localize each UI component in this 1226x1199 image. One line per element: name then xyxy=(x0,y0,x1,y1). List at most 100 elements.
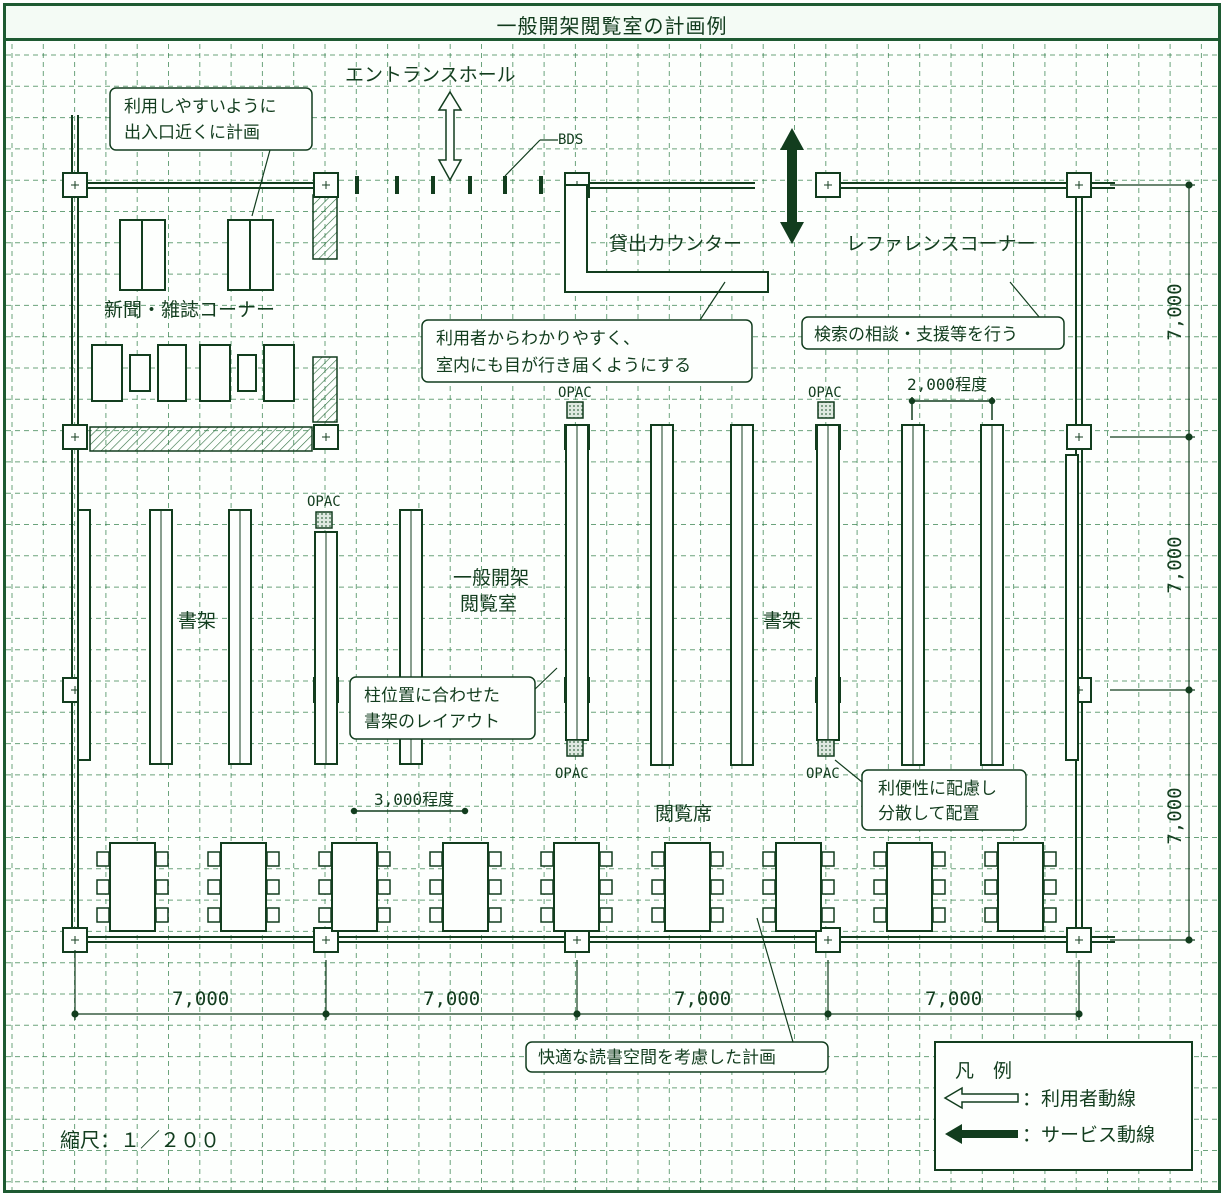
chair xyxy=(266,851,280,867)
reading-table xyxy=(331,842,378,932)
shelf-spacing-label: 2,000程度 xyxy=(907,375,987,394)
opac-label: OPAC xyxy=(555,766,589,782)
bds-label: BDS xyxy=(558,132,583,148)
reading-table xyxy=(775,842,822,932)
chair xyxy=(710,879,724,895)
opac-note-line2: 分散して配置 xyxy=(878,804,980,824)
reading-seats-label: 閲覧席 xyxy=(655,803,712,825)
chair xyxy=(429,851,443,867)
chair xyxy=(873,851,887,867)
chair xyxy=(266,879,280,895)
chair xyxy=(318,851,332,867)
chair xyxy=(318,879,332,895)
chair xyxy=(984,907,998,923)
opac-note-line1: 利便性に配慮し xyxy=(878,779,997,799)
service-flow-arrow xyxy=(780,128,804,244)
chair xyxy=(540,907,554,923)
chair xyxy=(762,907,776,923)
drawing-title: 一般開架閲覧室の計画例 xyxy=(496,14,728,38)
circulation-counter xyxy=(564,184,769,293)
chair xyxy=(488,907,502,923)
dimension-bottom: 7,000 xyxy=(674,988,731,1010)
dimension-bottom: 7,000 xyxy=(423,988,480,1010)
chair xyxy=(873,907,887,923)
column xyxy=(313,424,339,450)
chair xyxy=(377,879,391,895)
chair xyxy=(318,907,332,923)
entrance-note-line2: 出入口近くに計画 xyxy=(124,123,260,143)
chair xyxy=(1043,879,1057,895)
reading-table xyxy=(664,842,711,932)
partition-walls xyxy=(89,194,338,452)
room-label-line2: 閲覧室 xyxy=(460,593,517,615)
chair xyxy=(1043,907,1057,923)
chair xyxy=(266,907,280,923)
chair xyxy=(207,851,221,867)
opac-label: OPAC xyxy=(806,766,840,782)
reading-table xyxy=(997,842,1044,932)
reference-note: 検索の相談・支援等を行う xyxy=(814,325,1018,345)
chair xyxy=(377,851,391,867)
chair xyxy=(873,879,887,895)
counter-label: 貸出カウンター xyxy=(609,233,742,255)
opac-terminal xyxy=(315,511,333,529)
reading-table xyxy=(109,842,156,932)
dimension-right: 7,000 xyxy=(1164,283,1186,340)
chair xyxy=(651,851,665,867)
chair xyxy=(488,851,502,867)
drawing-frame xyxy=(3,3,1221,1193)
reading-table xyxy=(220,842,267,932)
newspaper-furniture xyxy=(91,219,295,402)
opac-label: OPAC xyxy=(808,385,842,401)
chair xyxy=(207,879,221,895)
table-spacing-label: 3,000程度 xyxy=(374,790,454,809)
user-flow-arrow xyxy=(437,90,463,182)
chair xyxy=(762,851,776,867)
bookshelves xyxy=(77,424,1079,766)
chair xyxy=(429,879,443,895)
reference-label: レファレンスコーナー xyxy=(846,233,1036,255)
opac-terminal xyxy=(566,401,584,419)
opac-terminal xyxy=(817,739,835,757)
dimension-bottom: 7,000 xyxy=(172,988,229,1010)
chair xyxy=(599,851,613,867)
opac-terminal xyxy=(566,739,584,757)
legend-service-flow: ：サービス動線 xyxy=(1022,1124,1155,1146)
bookshelf xyxy=(77,509,91,761)
dimension-lines xyxy=(71,181,1195,1020)
chair xyxy=(599,907,613,923)
callout-boxes xyxy=(109,87,1065,1073)
chair xyxy=(540,879,554,895)
dimension-bottom: 7,000 xyxy=(925,988,982,1010)
leader-lines xyxy=(251,139,1041,1043)
seat-note: 快適な読書空間を考慮した計画 xyxy=(538,1048,776,1068)
chair xyxy=(651,907,665,923)
reading-table xyxy=(886,842,933,932)
service-flow-legend-arrow xyxy=(945,1124,1018,1144)
chair xyxy=(429,907,443,923)
chair xyxy=(821,879,835,895)
chair xyxy=(932,907,946,923)
opac-label: OPAC xyxy=(307,494,341,510)
scale-label: 縮尺：１／２００ xyxy=(60,1128,220,1152)
room-label-line1: 一般開架 xyxy=(453,567,529,589)
chair xyxy=(1043,851,1057,867)
entrance-note-line1: 利用しやすいように xyxy=(124,97,277,117)
column xyxy=(62,927,88,953)
chair xyxy=(488,879,502,895)
chair xyxy=(821,907,835,923)
chair xyxy=(96,879,110,895)
dimension-right: 7,000 xyxy=(1164,536,1186,593)
chair xyxy=(155,879,169,895)
chair xyxy=(710,907,724,923)
chair xyxy=(821,851,835,867)
chair xyxy=(377,907,391,923)
reading-tables xyxy=(96,842,1057,932)
chair xyxy=(96,907,110,923)
title-bar: 一般開架閲覧室の計画例 xyxy=(3,3,1221,41)
shelf-label-right: 書架 xyxy=(763,610,801,632)
legend: 凡 例 ：利用者動線 ：サービス動線 xyxy=(934,1041,1193,1171)
chair xyxy=(984,879,998,895)
shelf-label-left: 書架 xyxy=(178,610,216,632)
